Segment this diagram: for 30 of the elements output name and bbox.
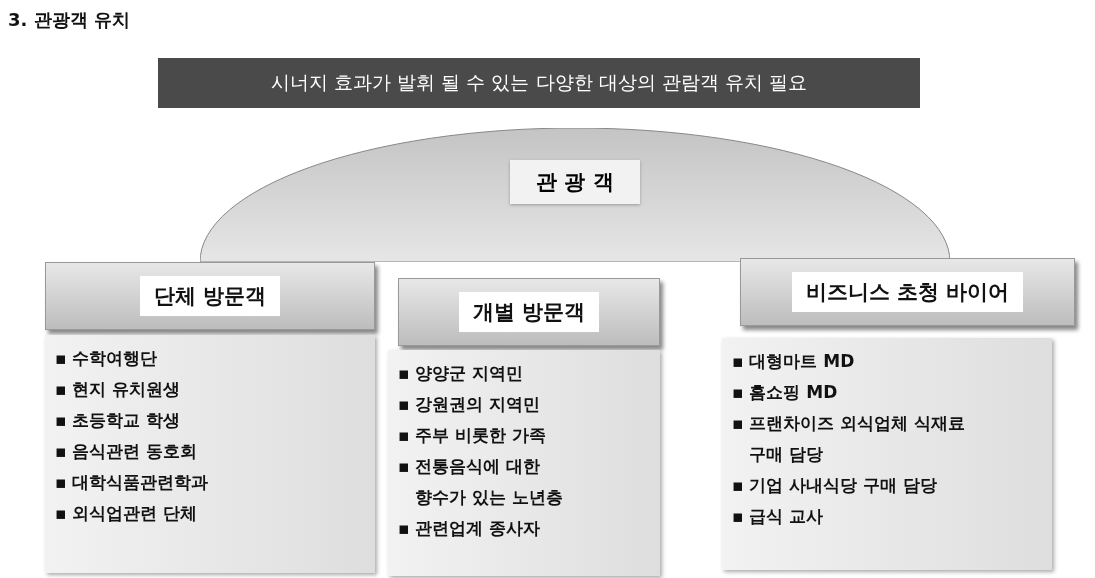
list-panel <box>45 335 375 573</box>
list-item: ▪ 프랜차이즈 외식업체 식재료 구매 담당 <box>732 412 967 466</box>
category-tab <box>398 278 660 346</box>
page-heading: 3. 관광객 유치 <box>8 8 130 32</box>
tab-label: 비즈니스 초청 바이어 <box>791 272 1024 312</box>
tab-label: 단체 방문객 <box>139 276 281 316</box>
dome-shape <box>200 128 950 262</box>
dome-label: 관 광 객 <box>510 160 640 204</box>
category-tab <box>45 262 375 330</box>
list-item: ▪ 현지 유치원생 <box>55 378 182 401</box>
list-item: ▪ 음식관련 동호회 <box>55 440 199 463</box>
list-item: ▪ 강원권의 지역민 <box>398 393 542 416</box>
list-item: ▪ 초등학교 학생 <box>55 409 182 432</box>
category-tab <box>740 258 1075 326</box>
banner-text: 시너지 효과가 발휘 될 수 있는 다양한 대상의 관람객 유치 필요 <box>271 70 807 95</box>
list-item: ▪ 기업 사내식당 구매 담당 <box>732 474 939 497</box>
list-item: ▪ 홈쇼핑 MD <box>732 381 839 404</box>
banner-box <box>158 58 920 108</box>
list-panel <box>722 338 1052 570</box>
list-item: ▪ 양양군 지역민 <box>398 362 525 385</box>
list-item: ▪ 관련업계 종사자 <box>398 517 542 540</box>
list-item: ▪ 대학식품관련학과 <box>55 471 210 494</box>
list-item: ▪ 전통음식에 대한 향수가 있는 노년층 <box>398 455 564 509</box>
list-item: ▪ 급식 교사 <box>732 505 825 528</box>
tab-label: 개별 방문객 <box>458 292 600 332</box>
list-item: ▪ 대형마트 MD <box>732 350 856 373</box>
list-item: ▪ 외식업관련 단체 <box>55 502 199 525</box>
list-item: ▪ 주부 비롯한 가족 <box>398 424 548 447</box>
list-panel <box>388 350 660 576</box>
list-item: ▪ 수학여행단 <box>55 347 159 370</box>
